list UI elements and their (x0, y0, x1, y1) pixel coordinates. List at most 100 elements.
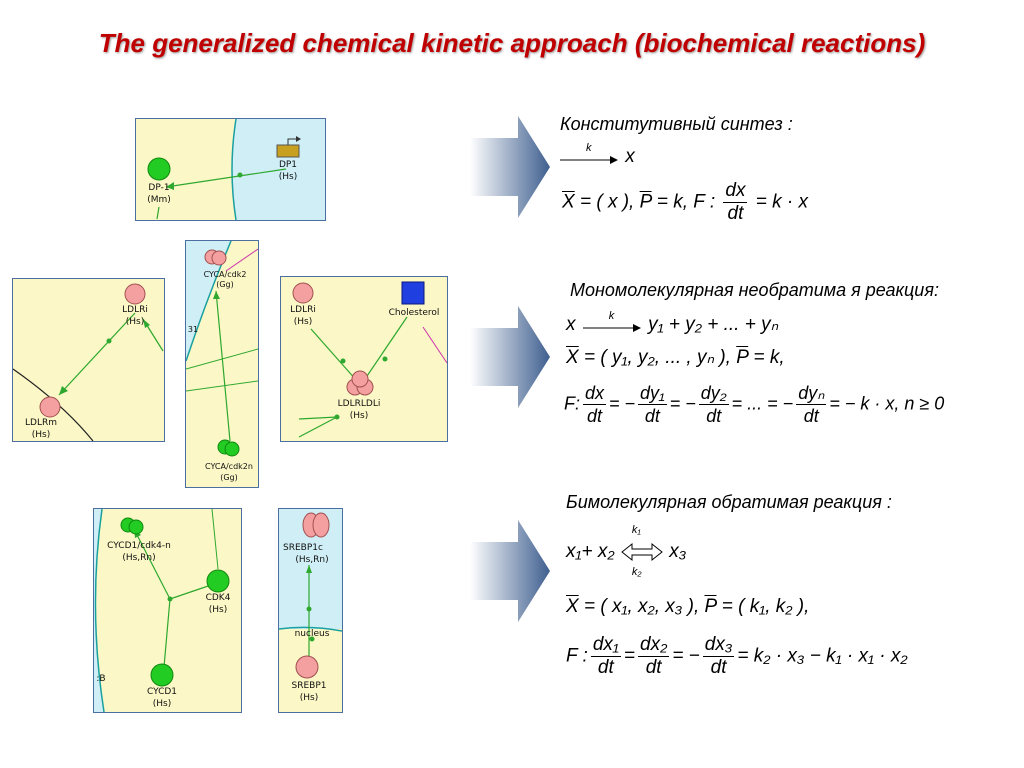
section2-f1-den: dt (587, 406, 603, 426)
cycd1-org: (Hs) (152, 699, 172, 709)
section3-reactants: x₁+ x₂ (566, 541, 615, 563)
cholesterol-diagram (292, 281, 447, 438)
section2-f3-den: dt (706, 406, 722, 426)
section3-definitions: X = ( x₁, x₂, x₃ ), P = ( k₁, k₂ ), (566, 596, 809, 618)
ldlri-org-2: (Hs) (293, 317, 313, 327)
pathway-panel-dp1: DP-1 (Mm) DP1 (Hs) (135, 118, 326, 221)
srebp1-node-icon (295, 655, 319, 679)
section3-tail: = k₂ · x₃ − k₁ · x₁ · x₂ (737, 645, 908, 667)
section1-heading: Конститутивный синтез : (560, 114, 793, 134)
section3-P: P (704, 596, 717, 617)
section3-f1-den: dt (597, 657, 614, 678)
ldlrldli-node-icon (351, 370, 369, 388)
ldlr-diagram (13, 283, 164, 441)
srebp1c-label: SREBP1c (283, 543, 323, 553)
cycd1-cdk4-org: (Hs,Rn) (122, 553, 156, 563)
dp1-node-label: DP-1 (148, 183, 170, 193)
section2-F: F: (564, 393, 580, 414)
reaction-arrow-icon-2 (582, 323, 641, 332)
section2-P-value: = k, (748, 347, 785, 368)
section2-products: y₁ + y₂ + ... + yₙ (648, 314, 779, 335)
section2-heading: Мономолекулярная необратима я реакция: (570, 280, 939, 300)
section1-num: dx (723, 180, 748, 203)
section2-tail: = − k · x, n ≥ 0 (829, 393, 945, 414)
cycd1-node-icon (150, 663, 174, 687)
cdk4-label: CDK4 (205, 593, 231, 603)
slide-title: The generalized chemical kinetic approac… (98, 28, 926, 58)
section3-f2-num: dx₂ (638, 634, 670, 657)
pathway-panel-cholesterol: LDLRi (Hs) Cholesterol LDLRLDLi (Hs) (280, 276, 448, 442)
srebp1c-node-icon (312, 512, 330, 538)
ldlrm-org: (Hs) (31, 430, 51, 440)
cyca-edge-label: 31 (187, 325, 199, 334)
section1-product: x (625, 146, 635, 168)
pathway-panel-ldlr: LDLRi (Hs) LDLRm (Hs) (12, 278, 165, 442)
cycd1-cdk4-node-icon (128, 519, 144, 535)
ldlri-label-2: LDLRi (290, 305, 316, 315)
pathway-panel-cyca: CYCA/cdk2 (Gg) 31 CYCA/cdk2n (Gg) (185, 240, 259, 488)
dp1-diagram (147, 119, 325, 220)
srebp1c-org: (Hs,Rn) (295, 555, 329, 565)
section3-op2: = − (672, 645, 700, 667)
section3-k2: k₂ (631, 566, 642, 578)
section2-definitions: X = ( y₁, y₂, ... , yₙ ), P = k, (566, 346, 785, 369)
section1-X-value: = ( x ), (574, 191, 640, 213)
section2-f2-num: dy₁ (638, 383, 667, 405)
cyca-bottom-node-icon (224, 441, 240, 457)
section3-k1: k₁ (631, 524, 641, 536)
dp1-gene-label: DP1 (278, 160, 298, 170)
section2-f2-den: dt (644, 406, 660, 426)
srebp1-org: (Hs) (299, 693, 319, 703)
transition-arrow-3 (470, 520, 550, 622)
reversible-arrow-icon (621, 542, 663, 562)
cyca-top-org: (Gg) (216, 280, 234, 289)
dp1-gene-org: (Hs) (278, 172, 298, 182)
section1-rhs: = k · x (750, 191, 809, 213)
srebp1-label: SREBP1 (291, 681, 327, 691)
ldlrldli-org: (Hs) (349, 411, 369, 421)
section1-reaction: k x (558, 142, 635, 168)
section1-den: dt (727, 203, 744, 224)
section2-op1: = − (609, 393, 636, 414)
section2-P: P (736, 347, 749, 368)
section2-reactant: x (566, 314, 576, 335)
pathway-panel-srebp1: SREBP1c (Hs,Rn) nucleus SREBP1 (Hs) (278, 508, 343, 713)
ldlri-org: (Hs) (125, 317, 145, 327)
nucleus-label: nucleus (294, 629, 330, 639)
dp1-node-icon (147, 157, 171, 181)
section3-F: F : (566, 645, 588, 667)
cdk4-org: (Hs) (208, 605, 228, 615)
section1-X: X (562, 191, 575, 213)
ldlrm-node-icon (39, 396, 61, 418)
section2-f4-num: dyₙ (796, 383, 827, 405)
cycd1-cdk4-label: CYCD1/cdk4-n (107, 541, 171, 551)
section3-f3-den: dt (710, 657, 727, 678)
section3-X-value: = ( x₁, x₂, x₃ ), (578, 596, 705, 617)
ldlri-node-icon (124, 283, 146, 305)
section3-X: X (566, 596, 579, 617)
section2-X-value: = ( y₁, y₂, ... , yₙ ), (578, 347, 737, 368)
section2-f1-num: dx (583, 383, 607, 405)
cycd1-edge-label: :B (96, 674, 106, 684)
section1-rate: k (586, 142, 592, 154)
cycd1-diagram (94, 509, 230, 712)
ldlrldli-label: LDLRLDLi (337, 399, 381, 409)
dp1-gene-icon (276, 144, 300, 158)
section2-f4-den: dt (803, 406, 819, 426)
cyca-bottom-label: CYCA/cdk2n (205, 462, 253, 471)
transition-arrow-1 (470, 116, 550, 218)
section1-P: P (639, 191, 652, 213)
cycd1-label: CYCD1 (146, 687, 178, 697)
section3-heading: Бимолекулярная обратимая реакция : (566, 492, 892, 512)
section3-f2-den: dt (645, 657, 662, 678)
cyca-top-node-icon (211, 250, 227, 266)
transition-arrow-2 (470, 306, 550, 408)
